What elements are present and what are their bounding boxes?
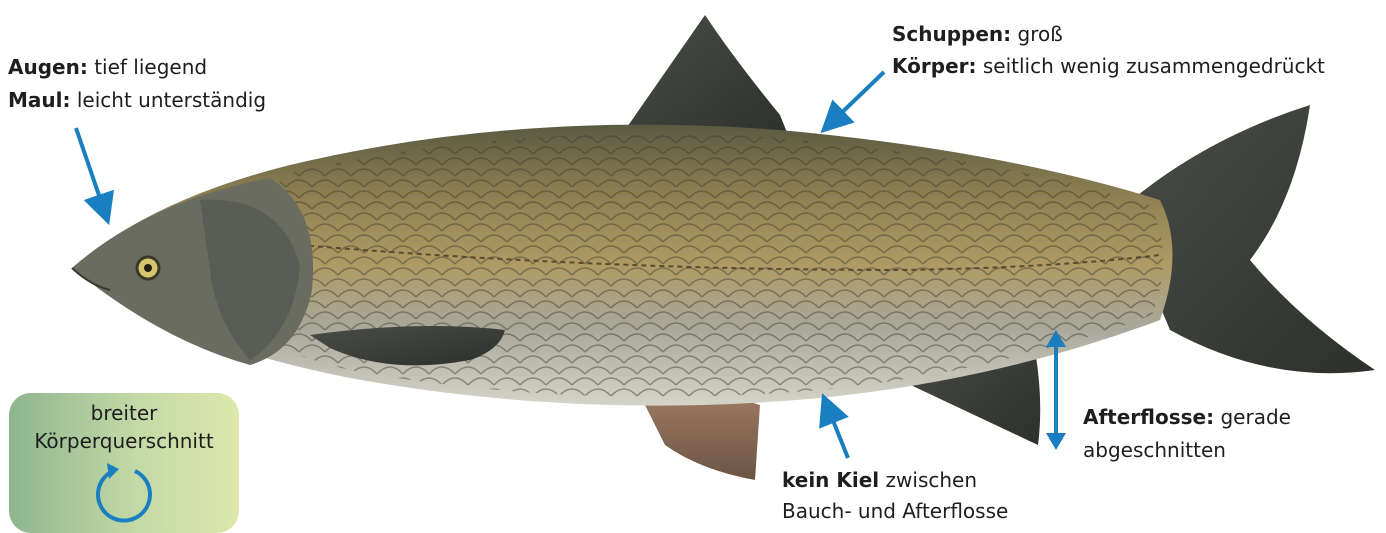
koerper-term: Körper: (892, 54, 977, 78)
afterflosse-term: Afterflosse: (1083, 405, 1214, 429)
afterflosse-label-2: abgeschnitten (1083, 436, 1226, 465)
kiel-label: kein Kiel zwischen (782, 466, 977, 495)
koerper-text: seitlich wenig zusammengedrückt (983, 54, 1325, 78)
kiel-text-2: Bauch- und Afterflosse (782, 499, 1008, 523)
badge-line-1: breiter (9, 399, 239, 427)
kiel-text: zwischen (886, 468, 977, 492)
kiel-label-2: Bauch- und Afterflosse (782, 497, 1008, 526)
kiel-arrow (828, 408, 848, 458)
kiel-term: kein Kiel (782, 468, 879, 492)
maul-text: leicht unterständig (77, 88, 266, 112)
afterflosse-text: gerade (1220, 405, 1290, 429)
dorsal-fin (625, 15, 790, 140)
schuppen-label: Schuppen: groß (892, 20, 1063, 49)
schuppen-text: groß (1018, 22, 1063, 46)
augen-label: Augen: tief liegend (8, 53, 207, 82)
koerper-label: Körper: seitlich wenig zusammengedrückt (892, 52, 1325, 81)
augen-text: tief liegend (94, 55, 207, 79)
afterflosse-text-2: abgeschnitten (1083, 438, 1226, 462)
cross-section-badge: breiter Körperquerschnitt (9, 393, 239, 533)
badge-line-2: Körperquerschnitt (34, 429, 213, 453)
maul-label: Maul: leicht unterständig (8, 86, 266, 115)
schuppen-arrow (832, 72, 884, 122)
afterflosse-arrow-down (1046, 433, 1066, 450)
maul-term: Maul: (8, 88, 71, 112)
circular-arrow-icon (89, 457, 159, 527)
augen-term: Augen: (8, 55, 88, 79)
pelvic-fin (645, 395, 760, 480)
schuppen-term: Schuppen: (892, 22, 1011, 46)
augen-arrow (76, 128, 104, 210)
afterflosse-label: Afterflosse: gerade (1083, 403, 1291, 432)
